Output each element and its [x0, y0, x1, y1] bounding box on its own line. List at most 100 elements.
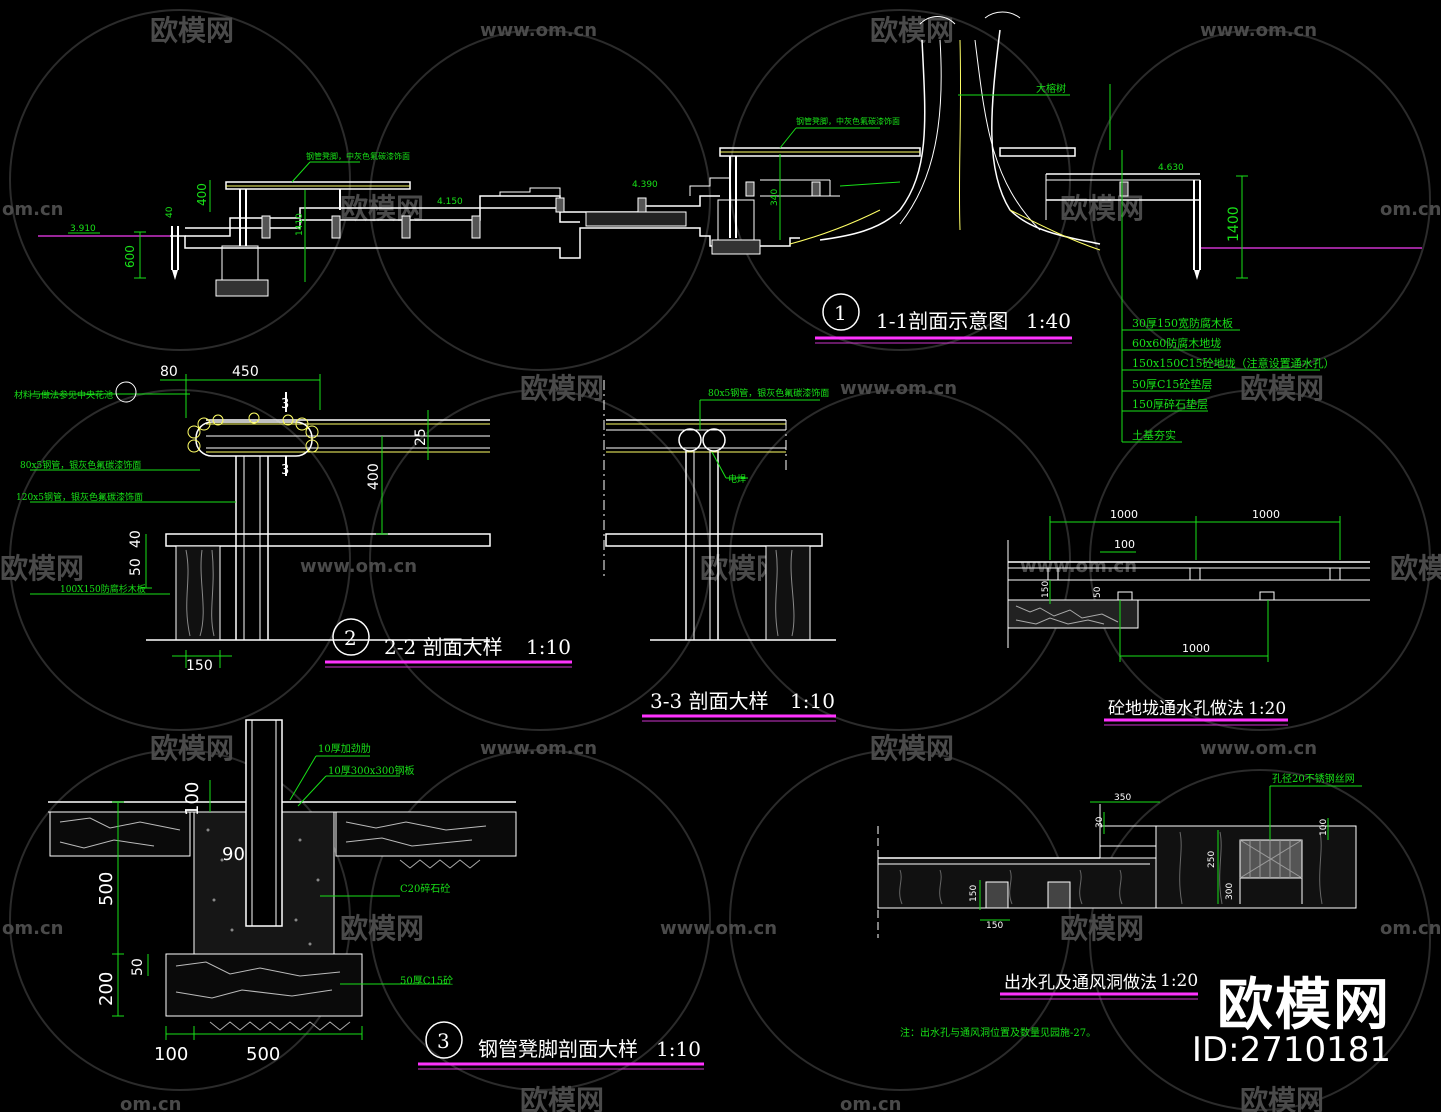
dim-100: 100 [1114, 538, 1135, 551]
wm-brand: 欧模网 [1060, 192, 1144, 225]
dim-400: 400 [366, 463, 382, 490]
wm-brand: 欧模网 [340, 912, 424, 945]
note-rib: 10厚加劲肋 [318, 742, 371, 755]
wm-site: www.om.cn [1020, 556, 1137, 577]
wm-brand: 欧模网 [1060, 912, 1144, 945]
wm-site: om.cn [1380, 199, 1441, 220]
footnote: 注：出水孔与通风洞位置及数量见园施-27。 [900, 1026, 1096, 1039]
layer-6: 土基夯实 [1132, 428, 1176, 442]
wm-site: om.cn [840, 1094, 901, 1112]
section-scale: 1:10 [656, 1037, 701, 1061]
note-plate: 10厚300x300钢板 [328, 764, 415, 777]
dim-300: 300 [1225, 883, 1235, 900]
wm-site: om.cn [2, 918, 63, 939]
wm-site: om.cn [120, 1094, 181, 1112]
wm-site: om.cn [2, 199, 63, 220]
note-material: 材料与做法参见中央花池 [14, 389, 113, 401]
wm-site: www.om.cn [660, 918, 777, 939]
section-3-3: 80x5钢管，银灰色氟碳漆饰面 电焊 3-3 剖面大样 1:10 [603, 380, 836, 722]
dim-30: 30 [1095, 816, 1105, 828]
dim-40: 40 [165, 206, 175, 218]
section-title: 钢管凳脚剖面大样 [478, 1037, 638, 1061]
detail-title: 出水孔及通风洞做法 [1004, 973, 1157, 993]
note-bench-left: 钢管凳脚，中灰色氟碳漆饰面 [306, 151, 410, 161]
layer-1: 30厚150宽防腐木板 [1132, 316, 1233, 330]
elev-left: 3.910 [70, 224, 96, 234]
section-number: 3 [437, 1029, 450, 1053]
note-pipe-120: 120x5钢管，银灰色氟碳漆饰面 [16, 491, 143, 503]
dim-40: 40 [128, 530, 144, 548]
dim-350: 350 [1114, 793, 1131, 803]
dim-100: 100 [182, 782, 203, 816]
detail-scale: 1:20 [1248, 699, 1286, 719]
section-number-circle [332, 618, 370, 656]
section-title: 2-2 剖面大样 [384, 635, 503, 659]
dim-150: 150 [186, 658, 213, 674]
note-mesh: 孔径20不锈钢丝网 [1272, 772, 1355, 785]
dim-450: 450 [232, 364, 259, 380]
dim-1410: 1410 [295, 213, 305, 236]
dim-top-2: 1000 [1252, 508, 1280, 521]
section-number: 1 [834, 301, 847, 325]
dim-150b: 150 [986, 921, 1003, 931]
section-number: 2 [344, 626, 357, 650]
elev-mid2: 4.390 [632, 180, 658, 190]
dim-150: 150 [1041, 581, 1051, 598]
dim-50: 50 [128, 558, 144, 576]
dim-150: 150 [969, 885, 979, 902]
layer-4: 50厚C15砼垫层 [1132, 377, 1212, 391]
dim-100: 100 [1319, 819, 1329, 836]
layer-3: 150x150C15砼地垅（注意设置通水孔） [1132, 356, 1335, 370]
dim-25: 25 [413, 428, 429, 446]
wm-brand: 欧模网 [150, 14, 234, 47]
outlet-detail: 350 30 150 150 250 100 300 孔径20不锈钢丝网 出水孔… [877, 772, 1362, 1039]
dim-50: 50 [130, 958, 146, 976]
elev-right: 4.630 [1158, 163, 1184, 173]
detail-title: 砼地垅通水孔做法 [1108, 699, 1244, 719]
dim-90: 90 [222, 844, 245, 865]
wm-brand: 欧模网 [870, 14, 954, 47]
dim-b100: 100 [154, 1044, 188, 1065]
cut-mark-bottom: 3 [281, 463, 289, 478]
section-title: 1-1剖面示意图 [876, 309, 1008, 333]
wm-site: www.om.cn [1200, 20, 1317, 41]
dim-500: 500 [96, 872, 117, 906]
section-number-circle [822, 293, 860, 331]
note-c20: C20碎石砼 [400, 882, 450, 895]
dim-600: 600 [123, 245, 137, 268]
wm-site: om.cn [1380, 918, 1441, 939]
note-tree: 大榕树 [1036, 82, 1066, 95]
watermark-brand-large: 欧模网 [1217, 973, 1391, 1038]
dim-340: 340 [770, 189, 780, 206]
wm-site: www.om.cn [1200, 738, 1317, 759]
layers-legend: 30厚150宽防腐木板 60x60防腐木地垅 150x150C15砼地垅（注意设… [1121, 150, 1335, 443]
wm-brand: 欧模网 [520, 372, 604, 405]
dim-1400: 1400 [1226, 206, 1242, 242]
dim-400: 400 [195, 183, 209, 206]
note-pipe-80: 80x5钢管，银灰色氟碳漆饰面 [708, 387, 829, 399]
wm-brand: 欧模网 [1240, 1084, 1324, 1112]
wm-brand: 欧模网 [520, 1084, 604, 1112]
elev-mid: 4.150 [437, 197, 463, 207]
note-wood: 100X150防腐杉木板 [60, 583, 146, 595]
wm-brand: 欧模网 [870, 732, 954, 765]
wm-brand: 欧模网 [150, 732, 234, 765]
footing-detail: 100 90 500 50 200 100 500 10厚加劲肋 10厚300x… [48, 719, 704, 1070]
dim-200: 200 [96, 972, 117, 1006]
note-c15: 50厚C15砼 [400, 974, 453, 987]
watermark-id: ID:2710181 [1191, 1030, 1391, 1070]
drain-detail: 1000 1000 100 1000 150 50 砼地垅通水孔做法 1:20 [1007, 508, 1370, 726]
wm-brand: 欧模网 [1390, 552, 1441, 585]
dim-top-1: 1000 [1110, 508, 1138, 521]
dim-250: 250 [1207, 851, 1217, 868]
cut-mark-top: 3 [281, 397, 289, 412]
layer-5: 150厚碎石垫层 [1132, 397, 1208, 411]
section-scale: 1:40 [1026, 309, 1071, 333]
dim-50: 50 [1093, 586, 1103, 598]
section-title: 3-3 剖面大样 [650, 689, 769, 713]
dim-80: 80 [160, 364, 178, 380]
note-pipe-80: 80x5钢管，银灰色氟碳漆饰面 [20, 459, 141, 471]
layer-2: 60x60防腐木地垅 [1132, 336, 1221, 350]
wm-site: www.om.cn [480, 20, 597, 41]
